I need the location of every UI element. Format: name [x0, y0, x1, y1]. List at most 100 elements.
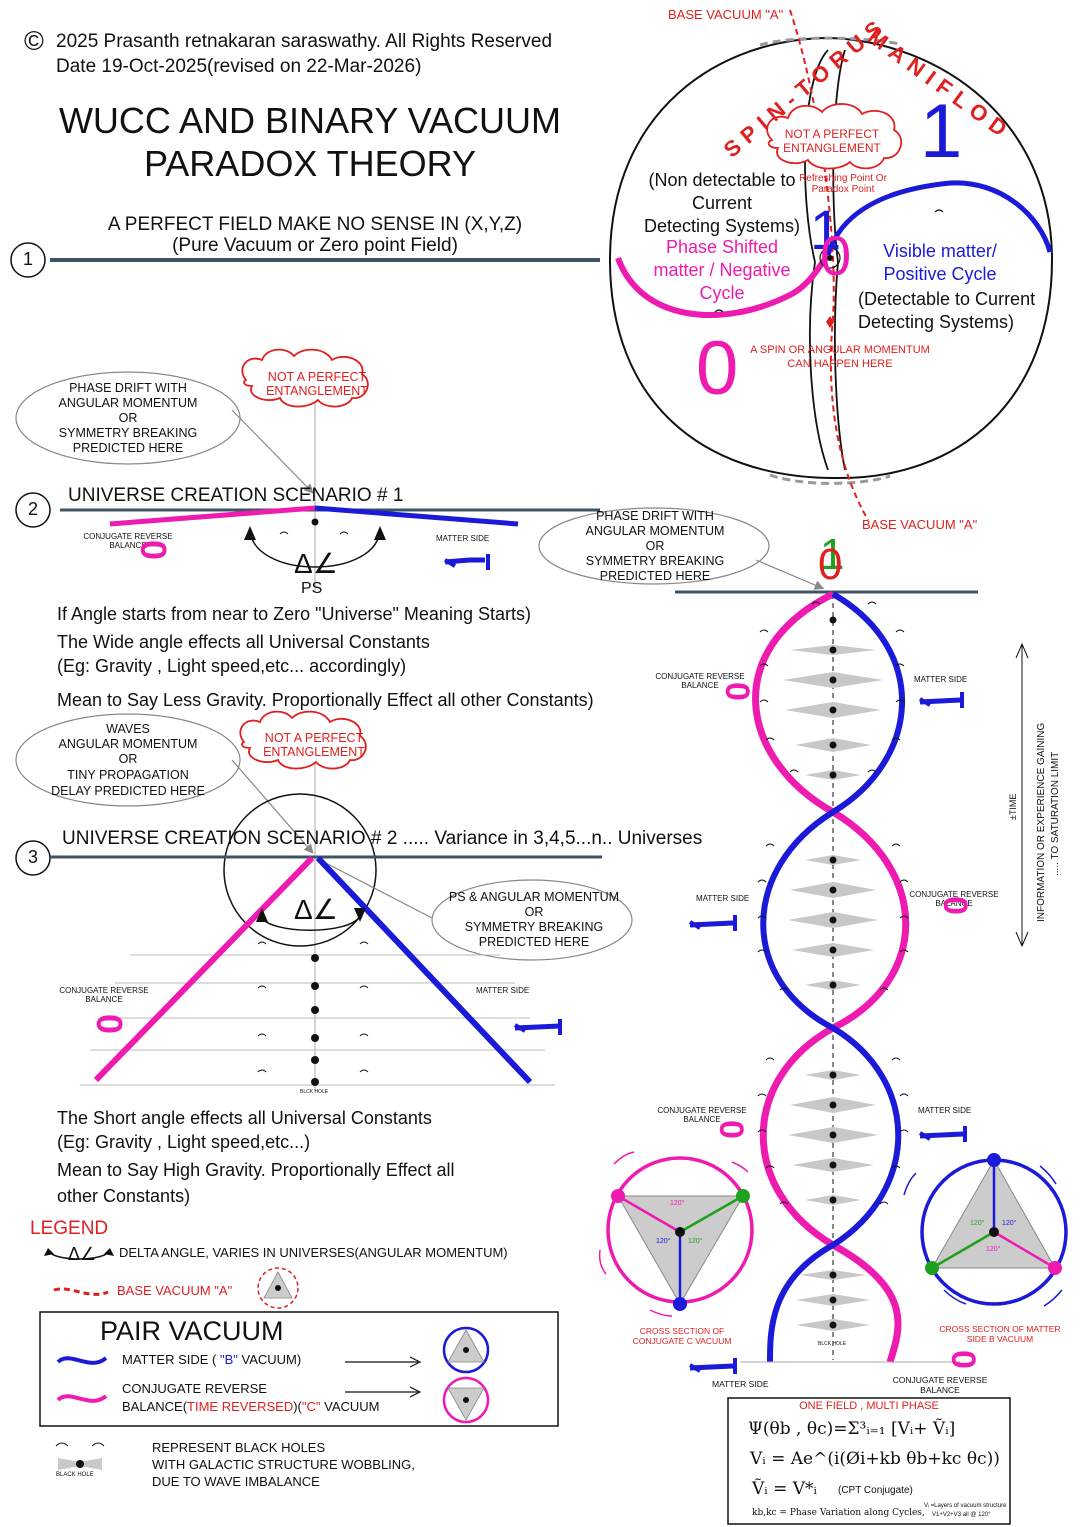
phase-shifted-line2: matter / Negative: [653, 260, 791, 280]
cross-c-angle-right: 120°: [688, 1238, 703, 1245]
s3-text4: other Constants): [57, 1186, 191, 1206]
formula-foot1: kb,kc = Phase Variation along Cycles,: [752, 1508, 925, 1518]
helix-conj-label-2: CONJUGATE REVERSE BALANCE: [909, 890, 999, 909]
s2-bubble-line4: SYMMETRY BREAKING: [58, 426, 198, 440]
section1-line1: A PERFECT FIELD MAKE NO SENSE IN (X,Y,Z): [107, 214, 523, 235]
pair-vacuum-title: PAIR VACUUM: [100, 1316, 284, 1346]
s3-ps-bubble-line1: PS & ANGULAR MOMENTUM: [448, 890, 620, 904]
scenario1-diagram: [15, 348, 600, 592]
s3-bubble-line1: WAVES: [106, 722, 150, 736]
page-title-line2: PARADOX THEORY: [143, 143, 477, 184]
cross-b-angle-right: 120°: [1002, 1220, 1017, 1227]
cross-c-line1: CROSS SECTION OF: [639, 1326, 725, 1336]
helix-bubble-line3: OR: [645, 539, 665, 553]
conj-line2-time: TIME REVERSED: [187, 1399, 294, 1414]
helix-top-zero: 0: [818, 540, 843, 589]
matter-item-b: "B": [219, 1352, 238, 1367]
legend-matter-item: MATTER SIDE ( "B" VACUUM): [122, 1352, 302, 1368]
legend-bh-line2: WITH GALACTIC STRUCTURE WOBBLING,: [152, 1457, 415, 1472]
s3-bubble-line5: DELAY PREDICTED HERE: [51, 784, 205, 798]
helix-bottom-matter: MATTER SIDE: [712, 1379, 769, 1389]
section2-marker: [15, 492, 51, 528]
s3-text2: (Eg: Gravity , Light speed,etc...): [57, 1132, 311, 1152]
section1-line2: (Pure Vacuum or Zero point Field): [172, 235, 458, 256]
torus-not-perfect-label: NOT A PERFECT ENTANGLEMENT: [783, 127, 881, 155]
s3-black-hole-label: BLCK HOLE: [300, 1089, 329, 1095]
s3-zero-symbol: 0: [89, 1014, 130, 1035]
s2-text2: The Wide angle effects all Universal Con…: [57, 632, 430, 652]
s3-bubble-line2: ANGULAR MOMENTUM: [58, 737, 198, 751]
legend-title: LEGEND: [30, 1218, 109, 1239]
formula-foot2: Vᵢ =Layers of vacuum structure: [924, 1503, 1007, 1509]
s3-conj-label: CONJUGATE REVERSE BALANCE: [59, 986, 149, 1005]
legend-conj-line1: CONJUGATE REVERSE: [122, 1381, 267, 1396]
formula-eq2: Vᵢ = Ae^(i(Øi+kb θb+kc θc)): [750, 1449, 1000, 1469]
helix-zero-4: 0: [944, 1350, 982, 1369]
copyright-text: 2025 Prasanth retnakaran saraswathy. All…: [56, 31, 553, 52]
refreshing-point-label: Refreshing Point Or Paradox Point: [799, 173, 887, 195]
s2-cloud-label: NOT A PERFECT ENTANGLEMENT: [266, 370, 368, 399]
cross-b-angle-bottom: 120°: [986, 1246, 1001, 1253]
s2-matter-label: MATTER SIDE: [436, 534, 490, 543]
helix-bottom-conj: CONJUGATE REVERSE BALANCE: [892, 1375, 988, 1395]
formula-eq3a: Ṽᵢ = V*ᵢ: [752, 1479, 817, 1499]
s3-bubble-line4: TINY PROPAGATION: [67, 768, 189, 782]
s2-ps: PS: [301, 580, 323, 597]
info-label-line1: INFORMATION OR EXPERIENCE GAINING: [1036, 722, 1047, 922]
copyright-symbol: ©: [24, 26, 44, 56]
s3-matter-label: MATTER SIDE: [476, 986, 530, 995]
helix-matter-label-2: MATTER SIDE: [696, 894, 750, 903]
spin-note-line1: A SPIN OR ANGULAR MOMENTUM: [750, 344, 930, 356]
visible-line1: Visible matter/: [883, 241, 997, 261]
legend-conj-line2: BALANCE(TIME REVERSED)("C" VACUUM: [122, 1399, 380, 1415]
helix-black-hole-label: BLCK HOLE: [818, 1341, 847, 1347]
s2-bubble-line5: PREDICTED HERE: [72, 441, 184, 455]
helix-zero-3: 0: [712, 1120, 750, 1139]
s3-text3: Mean to Say High Gravity. Proportionally…: [57, 1160, 455, 1180]
phase-shifted-line1: Phase Shifted: [665, 237, 779, 257]
spin-note-line2: CAN HAPPEN HERE: [787, 358, 893, 370]
conj-line2-vac: "C": [301, 1399, 321, 1414]
conj-line2-e: VACUUM: [320, 1399, 380, 1414]
torus-center-zero: 0: [820, 224, 852, 287]
info-label-line2: ..... TO SATURATION LIMIT: [1050, 751, 1061, 876]
legend-bh-icon-label: BLACK HOLE: [56, 1472, 94, 1478]
formula-eq3b: (CPT Conjugate): [838, 1485, 913, 1496]
visible-line2: Positive Cycle: [883, 264, 997, 284]
helix-diagram: [538, 507, 1029, 1374]
matter-item-suffix: VACUUM): [237, 1352, 302, 1367]
s3-cloud-label: NOT A PERFECT ENTANGLEMENT: [263, 731, 365, 760]
s2-text4: Mean to Say Less Gravity. Proportionally…: [57, 690, 594, 710]
legend-graphics: [39, 1248, 559, 1470]
detectable-line2: Detecting Systems): [858, 312, 1015, 332]
scenario2-diagram: [15, 710, 633, 1092]
spin-torus-manifold: [608, 9, 1054, 521]
helix-bubble-line1: PHASE DRIFT WITH: [596, 509, 714, 523]
time-label: ±TIME: [1008, 793, 1018, 820]
s2-bubble-line2: ANGULAR MOMENTUM: [58, 396, 198, 410]
legend-base-item: BASE VACUUM "A": [117, 1283, 233, 1298]
s2-heading: UNIVERSE CREATION SCENARIO # 1: [68, 485, 404, 506]
s3-ps-bubble-line2: OR: [524, 905, 544, 919]
s2-text1: If Angle starts from near to Zero "Unive…: [57, 604, 531, 624]
helix-zero-2: 0: [936, 896, 974, 915]
section1-number: 1: [22, 249, 33, 269]
formula-eq1: Ψ(θb , θc)=Σ³ᵢ₌₁ [Vᵢ+ Ṽᵢ]: [748, 1419, 956, 1439]
s3-delta: Δ∠: [294, 894, 338, 925]
helix-bubble-line4: SYMMETRY BREAKING: [585, 554, 725, 568]
non-detectable-line2: Current: [691, 193, 753, 213]
s3-heading: UNIVERSE CREATION SCENARIO # 2 ..... Var…: [62, 828, 703, 849]
non-detectable-line3: Detecting Systems): [643, 216, 801, 236]
s2-delta: Δ∠: [294, 548, 338, 579]
conj-line2-a: BALANCE(: [122, 1399, 188, 1414]
formula-box: [727, 1397, 1011, 1525]
s2-bubble-line1: PHASE DRIFT WITH: [69, 381, 187, 395]
cross-b-line2: SIDE B VACUUM: [966, 1334, 1034, 1344]
date-text: Date 19-Oct-2025(revised on 22-Mar-2026): [56, 56, 422, 77]
non-detectable-line1: (Non detectable to: [648, 170, 796, 190]
helix-zero-1: 0: [718, 682, 756, 701]
legend-delta-symbol: Δ∠: [68, 1244, 97, 1264]
cross-section-b: [903, 1153, 1068, 1307]
section2-number: 2: [27, 499, 38, 519]
